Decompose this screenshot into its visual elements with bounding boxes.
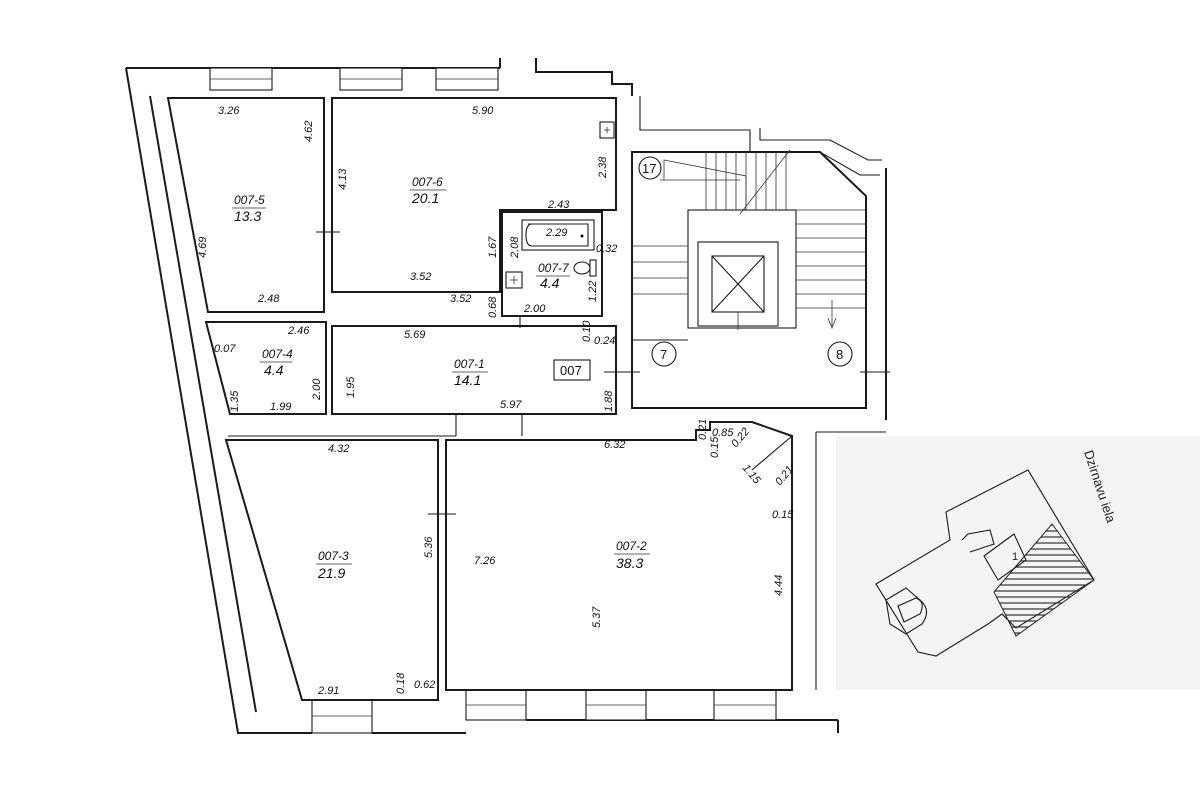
- room-id: 007-7: [538, 261, 570, 275]
- sink-icon: [505, 271, 523, 289]
- site-marker: 1: [1012, 551, 1018, 563]
- dim-label: 5.97: [500, 399, 522, 411]
- dim-label: 5.37: [591, 606, 603, 628]
- dim-label: 2.91: [317, 685, 339, 697]
- dim-label: 0.15: [772, 509, 794, 521]
- room-labels: 007-5 13.3 007-6 20.1 007-7 4.4 007-4 4.…: [232, 175, 650, 581]
- room-area: 20.1: [411, 190, 439, 206]
- dim-label: 0.62: [414, 679, 435, 691]
- apartment-number-box: [553, 359, 591, 381]
- room-id: 007-5: [234, 193, 265, 207]
- dim-label: 3.52: [450, 293, 471, 305]
- room-007-5: [166, 97, 325, 313]
- room-area: 21.9: [317, 565, 345, 581]
- dim-label: 2.38: [597, 156, 609, 179]
- room-007-2: [445, 421, 793, 691]
- dim-label: 0.10: [581, 320, 593, 342]
- dim-label: 2.00: [311, 378, 323, 401]
- room-007-4: [204, 321, 327, 415]
- dim-label: 0.15: [709, 436, 721, 458]
- dim-label: 7.26: [474, 555, 496, 567]
- dim-label: 2.43: [547, 199, 570, 211]
- dim-label: 0.07: [214, 343, 236, 355]
- dim-label: 3.52: [410, 271, 431, 283]
- room-area: 14.1: [454, 372, 481, 388]
- room-007-7: [501, 211, 603, 317]
- dim-label: 4.44: [773, 575, 785, 596]
- dim-label: 5.69: [404, 329, 425, 341]
- dim-label: 1.35: [229, 390, 241, 412]
- stair-markers: 17 7 8: [638, 156, 853, 367]
- room-id: 007-3: [318, 549, 349, 563]
- room-area: 13.3: [234, 208, 261, 224]
- outer-walls: [125, 58, 887, 734]
- room-area: 38.3: [616, 555, 643, 571]
- dim-label: 0.32: [596, 243, 617, 255]
- dim-label: 4.62: [303, 121, 315, 142]
- dim-label: 2.48: [257, 293, 280, 305]
- dim-label: 1.88: [603, 390, 615, 412]
- room-007-3: [224, 439, 439, 701]
- dim-label: 0.85: [712, 427, 734, 439]
- room-id: 007-6: [412, 175, 443, 189]
- dim-label: 6.32: [604, 439, 625, 451]
- dim-label: 4.32: [328, 443, 349, 455]
- dim-label: 0.68: [487, 296, 499, 318]
- dim-label: 0.24: [594, 335, 615, 347]
- stair-number: 8: [836, 347, 843, 362]
- bathtub-icon: [521, 219, 595, 251]
- room-007-6: [331, 97, 617, 293]
- dim-label: 1.22: [587, 281, 599, 302]
- room-area: 4.4: [540, 275, 560, 291]
- dim-label: 5.90: [472, 105, 494, 117]
- dim-label: 2.08: [509, 236, 521, 259]
- dim-label: 1.99: [270, 401, 291, 413]
- dim-label: 2.00: [523, 303, 546, 315]
- dim-label: 4.69: [197, 237, 209, 258]
- windows: [209, 67, 777, 734]
- dim-label: 0.21: [697, 419, 709, 440]
- dim-label: 2.46: [287, 325, 310, 337]
- apartment-number: 007: [560, 363, 582, 378]
- room-id: 007-2: [616, 539, 647, 553]
- dim-label: 0.18: [395, 672, 407, 694]
- stair-number: 7: [660, 347, 667, 362]
- dim-label: 1.95: [345, 376, 357, 398]
- staircase: [631, 149, 890, 409]
- room-area: 4.4: [264, 362, 284, 378]
- room-id: 007-1: [454, 357, 485, 371]
- room-007-1: [331, 325, 617, 415]
- dim-label: 3.26: [218, 105, 240, 117]
- toilet-icon: [573, 259, 597, 277]
- dim-label: 2.29: [545, 227, 567, 239]
- dim-label: 1.67: [487, 236, 499, 258]
- site-plan: 1 Dzirnavu iela: [836, 436, 1200, 690]
- room-id: 007-4: [262, 347, 293, 361]
- stair-number: 17: [642, 161, 656, 176]
- neighbor-walls: [815, 431, 886, 690]
- dim-label: 4.13: [337, 168, 349, 190]
- dim-label: 1.15: [740, 462, 764, 487]
- dim-label: 5.36: [423, 536, 435, 558]
